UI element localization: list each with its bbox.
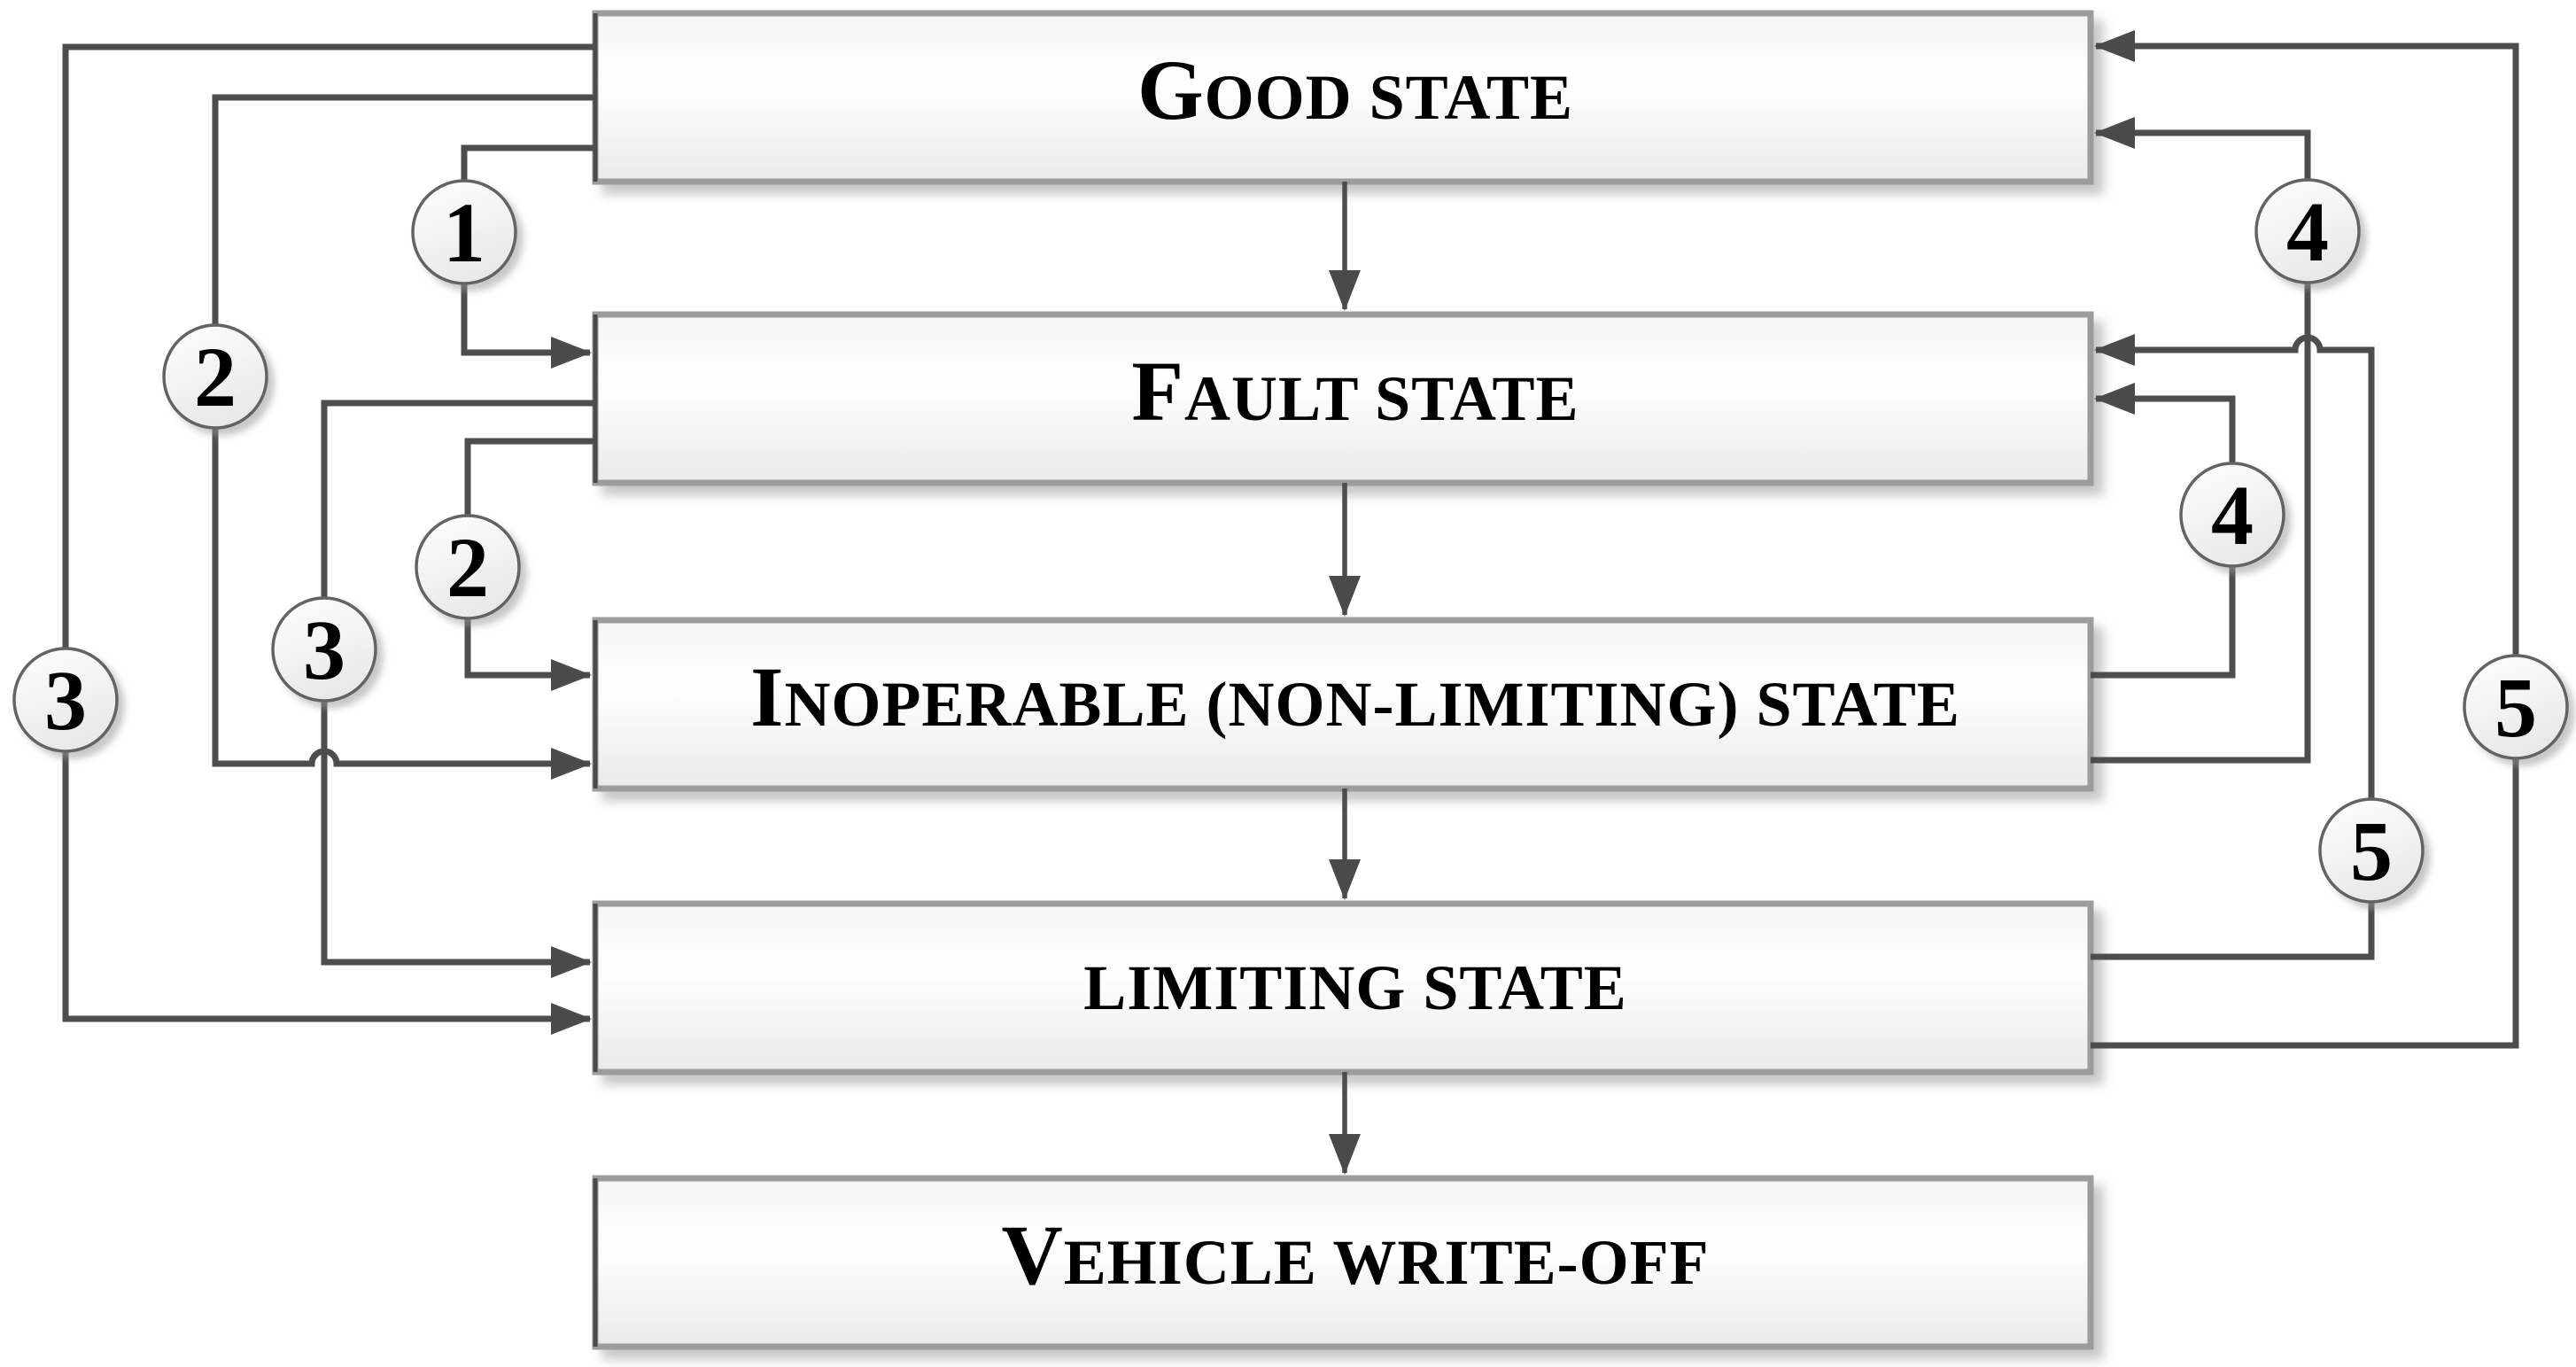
badge-number: 2 (194, 330, 237, 424)
badge-number: 5 (2350, 804, 2393, 898)
state-label-fault: FAULT STATE (1131, 344, 1579, 439)
badge-number: 3 (303, 602, 345, 697)
edge-limiting-to-fault (2091, 334, 2375, 960)
state-label-inoperable: INOPERABLE (NON-LIMITING) STATE (750, 649, 1960, 744)
badge-4-inoperable-fault: 4 (2179, 462, 2285, 568)
badge-4-inoperable-good: 4 (2254, 178, 2361, 284)
badge-1-good-fault: 1 (411, 179, 517, 285)
state-box-writeoff: VEHICLE WRITE-OFF (592, 1175, 2094, 1350)
badge-2-good-inoperable: 2 (162, 323, 268, 430)
badge-number: 1 (443, 185, 485, 280)
state-label-limiting: LIMITING STATE (1083, 952, 1627, 1023)
badge-circle-icon (2179, 462, 2285, 568)
state-box-good-rect (592, 10, 2094, 185)
badge-number: 2 (446, 520, 489, 615)
edge-inoperable-to-good (2091, 117, 2311, 764)
badge-5-limiting-good: 5 (2463, 654, 2569, 760)
state-box-inoperable: INOPERABLE (NON-LIMITING) STATE (592, 617, 2094, 792)
badge-circle-icon (2254, 178, 2361, 284)
state-box-fault-rect (592, 311, 2094, 486)
badge-circle-icon (2463, 654, 2569, 760)
state-label-writeoff: VEHICLE WRITE-OFF (1001, 1208, 1709, 1302)
state-box-limiting: LIMITING STATE (592, 900, 2094, 1076)
state-box-limiting-rect (592, 900, 2094, 1076)
badge-number: 4 (2211, 468, 2254, 563)
badge-5-limiting-fault: 5 (2318, 797, 2425, 904)
badge-number: 3 (44, 653, 87, 748)
state-label-good: GOOD STATE (1137, 43, 1573, 137)
state-boxes: GOOD STATE FAULT STATE INOPERABLE (NON-L… (592, 10, 2094, 1350)
edge-good-to-inoperable (212, 94, 595, 780)
badge-circle-icon (415, 514, 521, 620)
badge-circle-icon (162, 323, 268, 430)
state-box-inoperable-rect (592, 617, 2094, 792)
state-box-good: GOOD STATE (592, 10, 2094, 185)
edge-good-to-limiting (62, 43, 595, 1035)
badge-circle-icon (2318, 797, 2425, 904)
badge-2-fault-inoperable: 2 (415, 514, 521, 620)
badge-3-good-limiting: 3 (12, 647, 119, 753)
badge-3-fault-limiting: 3 (271, 596, 377, 703)
transition-badges: 1 2 2 3 3 4 4 5 (12, 178, 2569, 904)
state-box-fault: FAULT STATE (592, 311, 2094, 486)
badge-circle-icon (12, 647, 119, 753)
badge-number: 4 (2286, 184, 2329, 279)
badge-circle-icon (411, 179, 517, 285)
badge-circle-icon (271, 596, 377, 703)
badge-number: 5 (2495, 660, 2537, 755)
edge-limiting-to-good (2091, 30, 2519, 1049)
state-box-writeoff-rect (592, 1175, 2094, 1350)
